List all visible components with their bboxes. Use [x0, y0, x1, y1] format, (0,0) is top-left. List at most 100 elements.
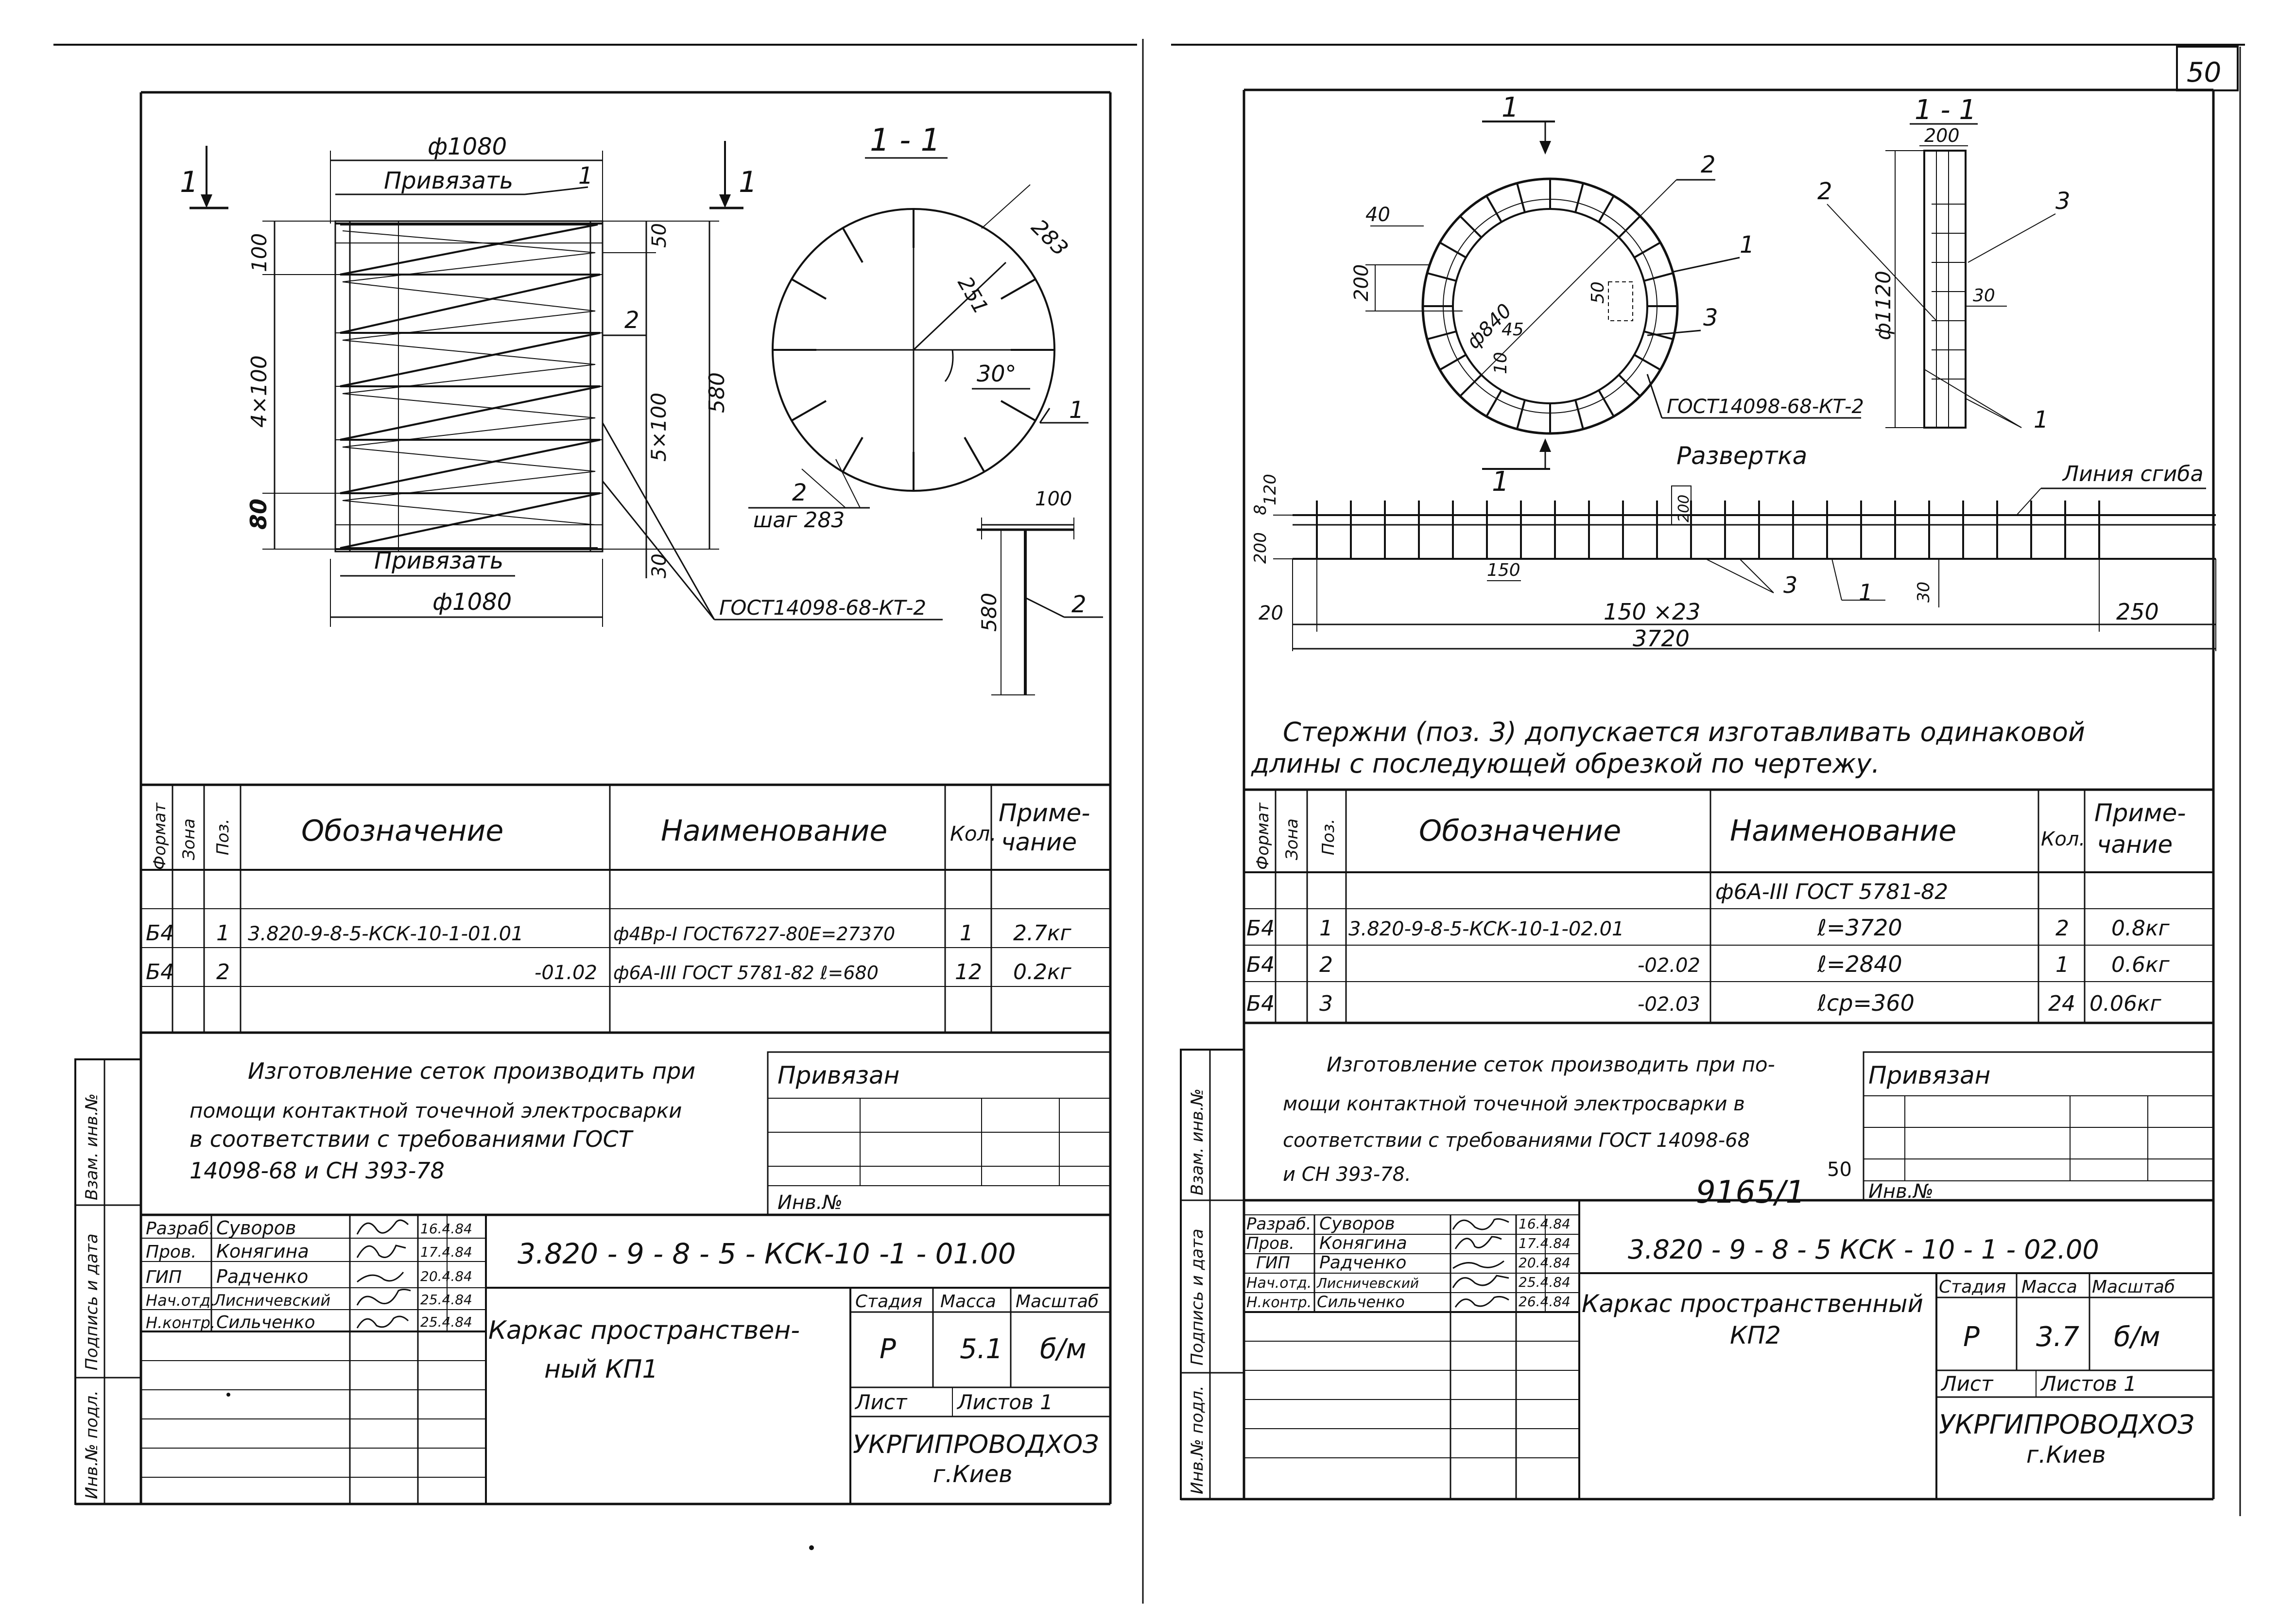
dim-4x100: 4×100 [247, 355, 272, 428]
hdr-kol: Кол. [950, 822, 997, 846]
cell-naim: ф6А-III ГОСТ 5781-82 [1715, 880, 1948, 904]
privyazan-label: Привязан [777, 1061, 899, 1089]
right-instruction: Стержни (поз. 3) допускается изготавлива… [1251, 717, 2085, 779]
side-label-podp: Подпись и дата [82, 1233, 102, 1370]
cell-naim: ф6А-III ГОСТ 5781-82 ℓ=680 [613, 962, 879, 984]
pos-label: 3 [1783, 572, 1797, 598]
gost-weld-right: ГОСТ14098-68-КТ-2 [1667, 396, 1864, 418]
cell-kol: 2 [2055, 916, 2069, 941]
privyazan-label: Привязан [1868, 1061, 1990, 1089]
label-stadiya: Стадия [855, 1292, 922, 1312]
cut-mark: 1 [180, 165, 198, 199]
cell-oboz: -02.02 [1638, 954, 1700, 977]
table-row: Б4 2 -02.02 ℓ=2840 1 0.6кг [1246, 951, 2170, 977]
right-sheet: Взам. инв.№ Подпись и дата Инв.№ подл. 1 [1180, 47, 2241, 1516]
cell-naim: ℓ=3720 [1817, 915, 1902, 941]
pos-label: 1 [1740, 231, 1755, 259]
pos-label: 1 [1069, 397, 1084, 424]
label-masshtab: Масштаб [1016, 1292, 1099, 1312]
table-row: Б4 1 3.820-9-8-5-КСК-10-1-02.01 ℓ=3720 2… [1246, 915, 2170, 941]
cell-naim: ф4Вр-I ГОСТ6727-80Е=27370 [613, 923, 895, 945]
date: 25.4.84 [420, 1292, 472, 1308]
unfold-dim-200b: 200 [1675, 495, 1692, 522]
note-line: 14098-68 и СН 393-78 [190, 1158, 445, 1184]
role-label: Нач.отд. [146, 1291, 215, 1310]
cell-kol: 24 [2048, 991, 2075, 1016]
cell-kol: 12 [955, 960, 982, 985]
dim-100: 100 [247, 233, 271, 272]
section-title: 1 - 1 [1915, 94, 1976, 126]
right-privyazan-box: Привязан Инв.№ [1863, 1051, 2214, 1203]
date: 17.4.84 [420, 1244, 472, 1260]
scale-value: б/м [2114, 1321, 2160, 1353]
unfold-dim-150x23: 150 ×23 [1604, 599, 1701, 625]
dim-580: 580 [705, 372, 729, 413]
drawing-title-2: ный КП1 [544, 1355, 658, 1384]
stamp-number: 9165/1 [1696, 1175, 1805, 1210]
organization: УКРГИПРОВОДХОЗ [1939, 1409, 2194, 1440]
dim-30: 30 [648, 553, 671, 578]
ring-dim-45: 45 [1502, 320, 1524, 340]
signatures [1452, 1218, 1509, 1308]
note-line: соответствии с требованиями ГОСТ 14098-6… [1283, 1129, 1750, 1152]
cell-naim: ℓср=360 [1817, 990, 1915, 1016]
role-label: Разраб. [146, 1219, 214, 1239]
date: 20.4.84 [1519, 1255, 1571, 1271]
cell-naim: ℓ=2840 [1817, 951, 1902, 977]
sec-pitch: шаг 283 [753, 508, 845, 533]
stamp-sup: 50 [1827, 1158, 1852, 1181]
role-label: Пров. [146, 1242, 197, 1262]
pos-label: 2 [624, 307, 639, 334]
label-massa: Масса [2021, 1277, 2077, 1297]
unfold-dim-20: 20 [1259, 602, 1283, 624]
label-masshtab: Масштаб [2092, 1277, 2175, 1297]
dim-d-bottom: ф1080 [432, 588, 512, 616]
unfold-dim-8: 8 [1251, 504, 1270, 515]
table-row: Б4 3 -02.03 ℓср=360 24 0.06кг [1246, 990, 2162, 1016]
inv-no-label: Инв.№ [1868, 1180, 1933, 1203]
gost-weld-left: ГОСТ14098-68-КТ-2 [719, 596, 926, 620]
cell-prim: 0.06кг [2089, 991, 2162, 1016]
pos-label: 2 [1071, 591, 1087, 618]
dim-50: 50 [648, 223, 671, 248]
mass-value: 3.7 [2036, 1321, 2079, 1353]
left-note: Изготовление сеток производить при помощ… [190, 1058, 695, 1184]
hdr-poz: Поз. [1319, 819, 1338, 855]
side-label-podp: Подпись и дата [1188, 1228, 1207, 1365]
scale-value: б/м [1040, 1333, 1087, 1365]
left-privyazan-box: Привязан Инв.№ [767, 1051, 1111, 1216]
person-name: Лисничевский [1316, 1275, 1419, 1291]
table-row: Б4 2 -01.02 ф6А-III ГОСТ 5781-82 ℓ=680 1… [146, 960, 1072, 985]
hdr-naimenovanie: Наименование [1730, 814, 1956, 848]
doc-code: 3.820 - 9 - 8 - 5 - КСК-10 -1 - 01.00 [518, 1237, 1016, 1270]
right-ring-view: 1 [1350, 92, 1864, 498]
section-title: 1 - 1 [870, 122, 940, 158]
pos-label: 2 [1817, 178, 1832, 205]
person-name: Суворов [216, 1217, 296, 1239]
date: 25.4.84 [420, 1314, 472, 1330]
pos-label: 1 [2034, 406, 2049, 433]
left-spec-table: Формат Зона Поз. Обозначение Наименовани… [141, 783, 1110, 1034]
ring-ticks [1423, 179, 1677, 433]
side-label-inv: Инв.№ подл. [82, 1390, 102, 1499]
instruction-line: Стержни (поз. 3) допускается изготавлива… [1283, 717, 2085, 747]
label-listov: Листов 1 [2040, 1372, 2137, 1396]
page-frame: 50 [53, 39, 2245, 1604]
cell-kol: 1 [2055, 952, 2069, 977]
person-name: Конягина [1319, 1233, 1407, 1253]
role-label: ГИП [146, 1267, 182, 1287]
cell-oboz: 3.820-9-8-5-КСК-10-1-01.01 [248, 923, 523, 945]
cut-mark: 1 [1492, 466, 1509, 498]
doc-code: 3.820 - 9 - 8 - 5 КСК - 10 - 1 - 02.00 [1628, 1234, 2099, 1265]
pos-label: 1 [578, 162, 593, 190]
hdr-zona: Зона [1282, 818, 1302, 860]
dim-5x100: 5×100 [647, 393, 671, 462]
label-list: Лист [1940, 1372, 1994, 1396]
cell-format: Б4 [1246, 952, 1275, 977]
dim-d-top: ф1080 [428, 133, 507, 160]
note-line: Изготовление сеток производить при по- [1327, 1053, 1775, 1076]
cell-poz: 2 [1319, 952, 1333, 977]
cell-format: Б4 [146, 960, 174, 985]
cell-format: Б4 [1246, 916, 1275, 941]
